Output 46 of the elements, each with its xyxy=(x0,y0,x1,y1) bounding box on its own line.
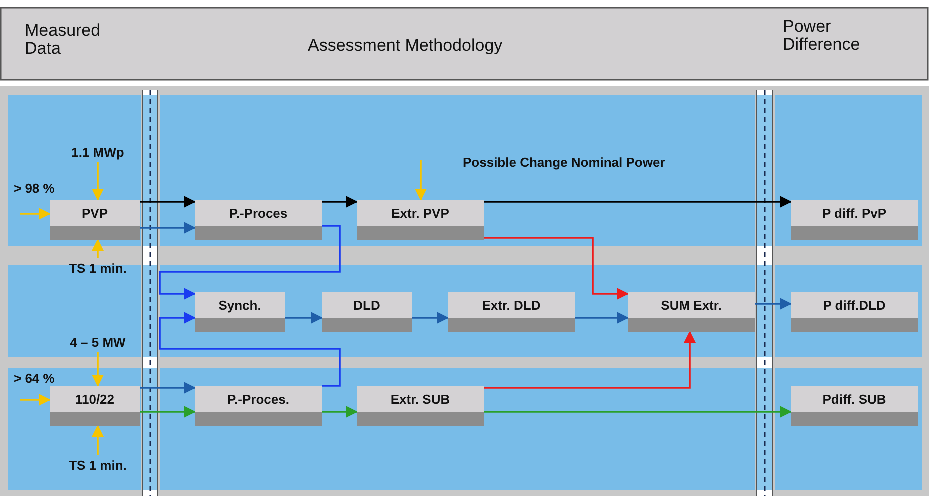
input-label: 4 – 5 MW xyxy=(52,332,144,352)
arrow xyxy=(20,208,51,220)
arrow xyxy=(92,352,104,387)
column-heading: Measured Data xyxy=(25,22,102,58)
process-box: P diff. PvP xyxy=(791,200,918,240)
process-box: PVP xyxy=(50,200,140,240)
arrow xyxy=(140,222,196,234)
process-box: P.-Proces. xyxy=(195,386,322,426)
arrow xyxy=(92,162,104,201)
arrow xyxy=(415,160,427,201)
input-label: 1.1 MWp xyxy=(52,142,144,162)
arrow xyxy=(484,331,696,389)
column-heading: Assessment Methodology xyxy=(308,36,503,56)
arrow xyxy=(755,298,792,310)
process-box: P diff.DLD xyxy=(791,292,918,332)
process-box: P.-Proces xyxy=(195,200,322,240)
process-box: Extr. DLD xyxy=(448,292,575,332)
arrow xyxy=(140,406,196,418)
input-label: TS 1 min. xyxy=(52,455,144,475)
process-box: Extr. PVP xyxy=(357,200,484,240)
arrow xyxy=(20,394,51,406)
process-box: Extr. SUB xyxy=(357,386,484,426)
arrow xyxy=(92,239,104,258)
arrow xyxy=(140,382,196,394)
process-box: 110/22 xyxy=(50,386,140,426)
arrow xyxy=(159,225,341,300)
arrow xyxy=(484,237,629,300)
arrow xyxy=(575,312,629,324)
process-box: Pdiff. SUB xyxy=(791,386,918,426)
arrow xyxy=(159,312,341,387)
arrow xyxy=(140,196,196,208)
process-box: Synch. xyxy=(195,292,285,332)
arrow xyxy=(322,196,358,208)
arrow xyxy=(92,425,104,455)
arrow xyxy=(412,312,449,324)
arrow xyxy=(322,406,358,418)
arrow xyxy=(285,312,323,324)
arrow xyxy=(484,196,792,208)
percentage-label: > 98 % xyxy=(14,181,55,196)
column-heading: Power Difference xyxy=(783,18,862,54)
arrow xyxy=(484,406,792,418)
process-box: DLD xyxy=(322,292,412,332)
input-label: TS 1 min. xyxy=(52,258,144,278)
percentage-label: > 64 % xyxy=(14,371,55,386)
note-text: Possible Change Nominal Power xyxy=(463,155,666,170)
process-box: SUM Extr. xyxy=(628,292,755,332)
